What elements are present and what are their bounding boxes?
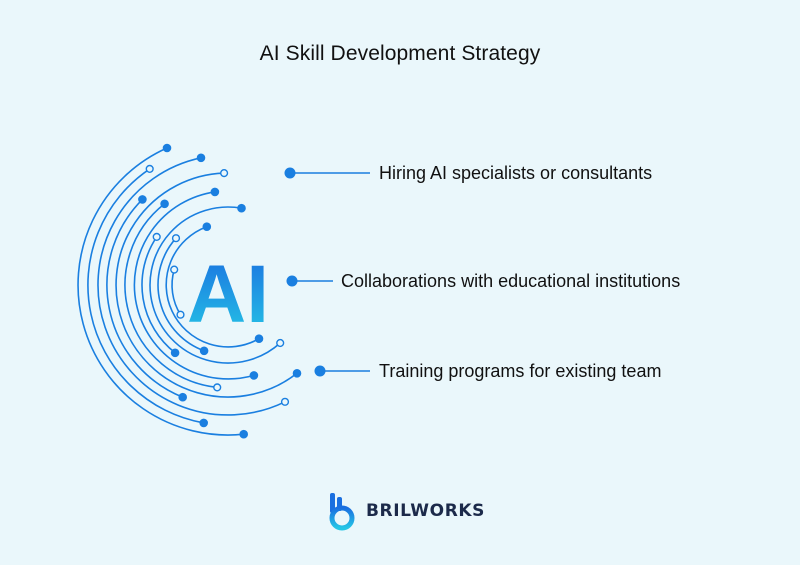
circuit-node-6-1 <box>160 199 169 209</box>
item-label-collaborations: Collaborations with educational institut… <box>341 271 681 291</box>
circuit-node-8-1 <box>152 232 161 242</box>
circuit-node-2-1 <box>145 164 154 174</box>
circuit-node-1-2 <box>239 429 248 439</box>
circuit-arc-3 <box>97 157 286 416</box>
circuit-node-4-1 <box>138 195 147 204</box>
circuit-arc-5 <box>115 172 298 398</box>
circuit-arc-7 <box>133 191 255 380</box>
connector-dot-3 <box>314 365 326 377</box>
circuit-node-8-2 <box>170 348 180 358</box>
circuit-node-7-1 <box>210 187 220 197</box>
circuit-arc-11 <box>165 225 260 348</box>
brilworks-logo-icon <box>329 493 355 531</box>
page-title: AI Skill Development Strategy <box>259 42 541 65</box>
circuit-node-3-1 <box>196 153 206 163</box>
circuit-arc-6 <box>124 203 218 389</box>
circuit-node-4-2 <box>178 392 187 402</box>
circuit-node-9-1 <box>237 203 246 213</box>
circuit-arc-2 <box>87 168 205 424</box>
ai-center-text: AI <box>187 249 269 340</box>
brand-logo: BRILWORKS <box>328 490 485 532</box>
circuit-node-5-2 <box>292 368 302 378</box>
connector-dot-1 <box>284 167 296 179</box>
connector-lines <box>290 172 370 372</box>
circuit-node-6-2 <box>213 383 222 392</box>
circuit-node-12-1 <box>170 265 179 274</box>
item-label-hiring: Hiring AI specialists or consultants <box>379 163 653 183</box>
circuit-node-2-2 <box>199 418 208 428</box>
connector-dot-2 <box>286 275 298 287</box>
circuit-node-10-1 <box>171 234 181 243</box>
connector-dots <box>284 167 326 377</box>
circuit-arc-4 <box>106 198 184 398</box>
circuit-arc-10 <box>157 237 205 352</box>
circuit-node-9-2 <box>276 338 285 348</box>
circuit-node-1-1 <box>162 143 172 153</box>
circuit-arc-1 <box>77 147 245 436</box>
circuit-node-12-2 <box>176 310 185 319</box>
brand-name: BRILWORKS <box>366 501 485 521</box>
circuit-node-5-1 <box>220 169 229 178</box>
circuit-node-10-2 <box>199 346 209 356</box>
circuit-arc-8 <box>141 236 176 354</box>
circuit-node-7-2 <box>249 371 259 380</box>
circuit-arc-9 <box>149 206 281 364</box>
circuit-nodes <box>138 143 302 439</box>
circuit-node-3-2 <box>280 397 290 406</box>
circuit-node-11-1 <box>202 222 212 231</box>
circuit-arc-12 <box>171 268 182 316</box>
item-label-training: Training programs for existing team <box>379 361 662 381</box>
circuit-node-11-2 <box>254 334 264 344</box>
